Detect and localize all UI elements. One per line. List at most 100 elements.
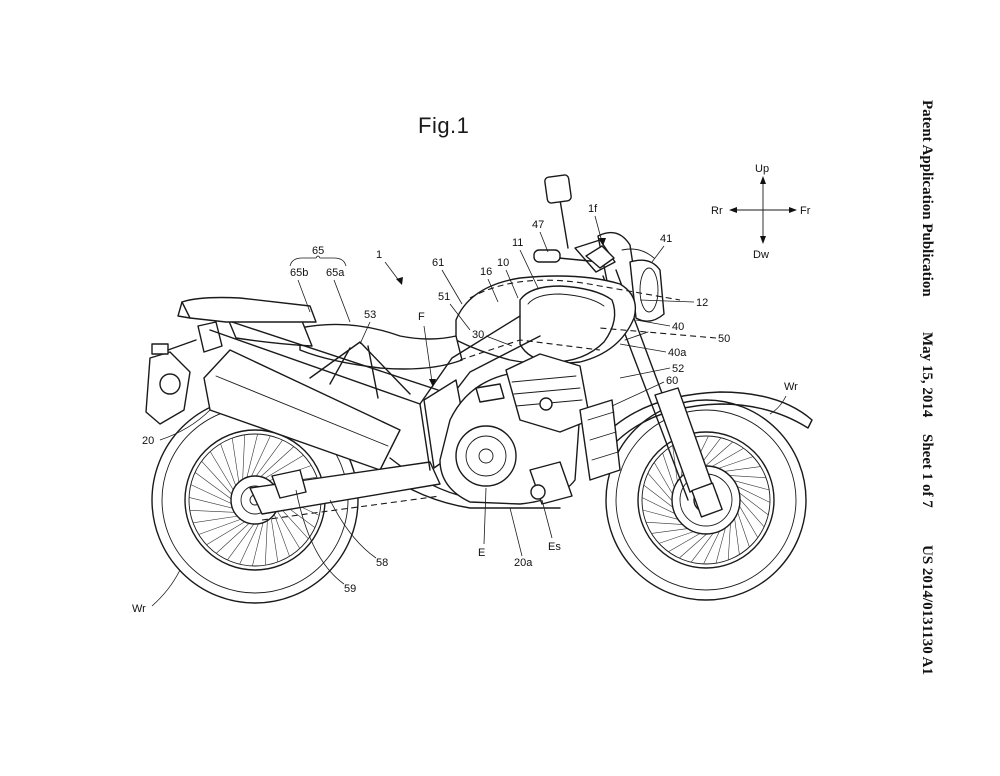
ref-1f-leader: [594, 215, 603, 243]
rear-spoke: [254, 446, 295, 483]
rear-spoke: [209, 451, 238, 497]
subframe-post: [367, 345, 379, 399]
ref-F-arrow-icon: [429, 379, 436, 387]
rear-spoke: [198, 516, 249, 535]
rear-spoke: [227, 517, 259, 561]
rear-spoke: [201, 460, 238, 501]
rear-spoke: [251, 439, 283, 483]
ref-12: 12: [696, 297, 708, 309]
handlebar-grip: [533, 249, 561, 263]
ref-65a-leader: [333, 279, 351, 323]
rear-spoke: [190, 484, 239, 508]
ref-30: 30: [472, 329, 484, 341]
reference-labels: 1 1f 10 11 12 16 20 20a 30 40 40a: [132, 203, 798, 615]
ref-61-leader: [441, 269, 463, 305]
muffler-seam: [215, 375, 389, 447]
rear-spoke: [206, 517, 252, 546]
ref-wr-front-leader: [769, 395, 787, 415]
rear-spoke: [231, 438, 241, 491]
ref-1f: 1f: [588, 203, 598, 215]
ref-20a-leader: [509, 507, 523, 557]
figure-title: Fig.1: [418, 113, 470, 138]
ref-65b: 65b: [290, 267, 308, 279]
front-rim-inner: [641, 435, 771, 565]
rider-seat: [299, 323, 463, 370]
ref-F: F: [418, 311, 425, 323]
ref-12-leader: [639, 299, 695, 303]
ref-wr-rear-leader: [151, 569, 181, 607]
ref-16: 16: [480, 266, 492, 278]
ref-Es-leader: [541, 499, 553, 539]
front-cockpit: [533, 174, 665, 322]
rear-spoke: [194, 472, 238, 504]
ref-1: 1: [376, 249, 382, 261]
rear-spoke: [269, 509, 279, 562]
tank-hidden-line: [469, 279, 681, 301]
ref-47-leader: [539, 231, 549, 253]
ref-65-brace: [289, 255, 347, 267]
rear-frame: [209, 321, 439, 405]
direction-front-label: Fr: [800, 205, 811, 217]
frame-spar-upper: [419, 315, 521, 405]
header-sheet: Sheet 1 of 7: [919, 433, 935, 508]
tank-panel-line: [527, 293, 605, 307]
direction-indicator: Up Dw Rr Fr: [711, 163, 811, 261]
ref-40a-leader: [619, 343, 667, 353]
ref-E: E: [478, 547, 485, 559]
handlebar-clamp: [574, 239, 616, 273]
brake-lever-icon: [585, 245, 615, 269]
rear-reflector: [159, 373, 181, 395]
header-date: May 15, 2014: [919, 332, 935, 418]
clutch-cover-inner: [465, 435, 507, 477]
ref-F-leader: [423, 325, 433, 383]
radiator-fin-1: [587, 411, 615, 421]
subframe-brace: [329, 347, 351, 385]
chain-adjuster: [271, 469, 307, 499]
header-publication: Patent Application Publication: [919, 100, 935, 297]
ref-20a: 20a: [514, 557, 533, 569]
rear-arrow-icon: [729, 207, 737, 213]
ref-60-leader: [611, 381, 665, 407]
rear-spoke: [265, 512, 268, 566]
fork-clamp-lower: [624, 331, 649, 341]
ref-40a: 40a: [668, 347, 687, 359]
ref-Es: Es: [548, 541, 561, 553]
ref-10-leader: [505, 269, 519, 299]
ref-20-leader: [159, 409, 211, 441]
air-intake: [475, 383, 505, 403]
engine-sprocket: [530, 484, 546, 500]
direction-rear-label: Rr: [711, 205, 723, 217]
turn-signal-icon: [151, 343, 169, 355]
spark-plug-icon: [539, 397, 553, 411]
ref-51: 51: [438, 291, 450, 303]
ref-1f-arrow-icon: [599, 238, 606, 246]
ref-16-leader: [487, 278, 499, 303]
ref-50: 50: [718, 333, 730, 345]
ref-40-leader: [635, 319, 671, 327]
ref-58: 58: [376, 557, 388, 569]
instrument-visor: [621, 248, 655, 259]
front-rim: [637, 431, 775, 569]
direction-up-label: Up: [755, 163, 769, 175]
ref-61: 61: [432, 257, 444, 269]
ref-65a: 65a: [326, 267, 345, 279]
front-tire-inner: [615, 409, 797, 591]
front-tire-outer: [605, 399, 807, 601]
rear-spoke: [189, 497, 241, 511]
engine: [439, 339, 621, 505]
ref-10: 10: [497, 257, 509, 269]
rear-spoke: [271, 506, 290, 557]
ref-11-leader: [519, 249, 539, 289]
headlight-lens: [639, 267, 659, 313]
ref-59-leader: [295, 489, 345, 585]
ref-65b-leader: [297, 279, 311, 313]
ref-58-leader: [329, 499, 377, 559]
rear-spoke: [215, 517, 256, 554]
ref-1-arrow-icon: [396, 277, 403, 285]
ref-52: 52: [672, 363, 684, 375]
frame-pivot-plate: [419, 403, 431, 471]
ref-41-leader: [651, 245, 665, 263]
rear-tail: [145, 296, 317, 425]
ref-47: 47: [532, 219, 544, 231]
